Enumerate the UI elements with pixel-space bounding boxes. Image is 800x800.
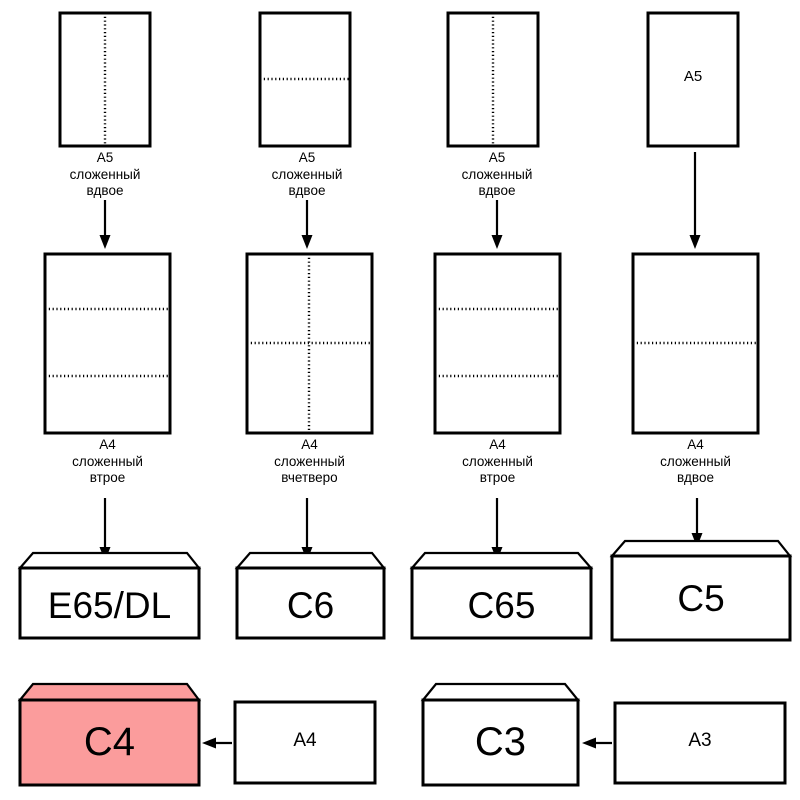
paper-a4-col2 <box>245 252 374 435</box>
envelope-c3 <box>420 682 581 787</box>
arrow-a4-to-c4 <box>202 737 232 749</box>
arrow-col1-top <box>99 200 111 249</box>
caption-col3-mid: A4 сложенный втрое <box>462 437 533 485</box>
paper-a5-col4 <box>646 11 740 148</box>
paper-a4-col4 <box>631 252 760 435</box>
caption-col1-mid: A4 сложенный втрое <box>72 437 143 485</box>
paper-a5-col2 <box>258 11 352 148</box>
paper-a4-col1 <box>43 252 172 435</box>
caption-col4-mid: A4 сложенный вдвое <box>660 437 731 485</box>
caption-col3-top: A5 сложенный вдвое <box>461 150 533 198</box>
arrow-col3-mid <box>491 498 503 561</box>
arrow-col4-top <box>689 152 701 249</box>
envelope-c65 <box>409 551 594 640</box>
paper-label-a4-bottom: A4 <box>293 730 317 751</box>
arrow-col4-mid <box>691 498 703 547</box>
arrow-col2-top <box>301 200 313 249</box>
caption-col2-mid: A4 сложенный вчетверо <box>274 437 345 485</box>
envelope-label-c65: C65 <box>467 585 536 626</box>
envelope-label-c3: C3 <box>474 720 527 764</box>
envelope-label-e65dl: E65/DL <box>47 585 172 626</box>
envelope-label-c5: C5 <box>677 578 725 619</box>
paper-label-a5-col4: A5 <box>683 68 703 85</box>
envelope-c5 <box>609 539 793 642</box>
paper-a4-col3 <box>433 252 562 435</box>
paper-a3-bottom <box>613 701 787 785</box>
arrow-a3-to-c3 <box>582 737 612 749</box>
caption-col2-top: A5 сложенный вдвое <box>271 150 343 198</box>
arrow-col1-mid <box>99 498 111 561</box>
envelope-e65dl <box>17 551 202 640</box>
paper-a4-bottom <box>233 700 377 785</box>
envelope-c6 <box>234 551 387 640</box>
paper-a5-col3 <box>446 11 540 148</box>
envelope-label-c6: C6 <box>286 585 335 626</box>
caption-col1-top: A5 сложенный вдвое <box>69 150 141 198</box>
paper-label-a3-bottom: A3 <box>688 730 712 751</box>
arrow-col2-mid <box>301 498 313 561</box>
envelope-c4 <box>17 682 202 787</box>
arrow-col3-top <box>491 200 503 249</box>
paper-a5-col1 <box>58 11 152 148</box>
envelope-label-c4: C4 <box>83 720 136 764</box>
